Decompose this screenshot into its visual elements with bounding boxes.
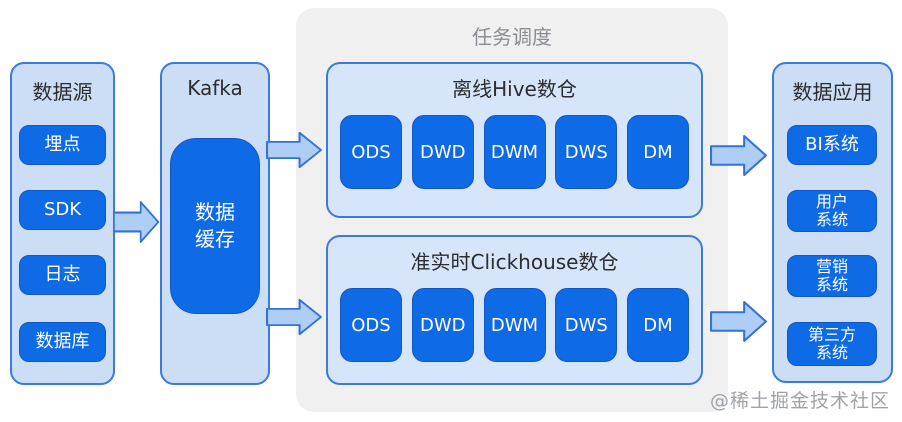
- panel-kafka: Kafka 数据 缓存: [160, 62, 270, 385]
- app-item-marketing-system: 营销 系统: [787, 255, 877, 297]
- flow-arrow-clickhouse-to-apps-icon: [710, 301, 767, 342]
- app-item-thirdparty-system: 第三方 系统: [787, 322, 877, 366]
- kafka-title: Kafka: [187, 76, 243, 100]
- data-apps-title: 数据应用: [792, 80, 873, 104]
- panel-datasource: 数据源 埋点 SDK 日志 数据库: [10, 62, 115, 385]
- app-item-bi-system: BI系统: [787, 125, 877, 165]
- clickhouse-layer-row: ODS DWD DWM DWS DM: [340, 288, 689, 362]
- datasource-title: 数据源: [32, 80, 93, 104]
- panel-data-apps: 数据应用 BI系统 用户 系统 营销 系统 第三方 系统: [772, 62, 893, 383]
- watermark: @稀土掘金技术社区: [709, 390, 890, 412]
- hive-layer-dwd: DWD: [411, 115, 474, 189]
- panel-hive-warehouse: 离线Hive数仓 ODS DWD DWM DWS DM: [326, 62, 703, 218]
- panel-clickhouse-warehouse: 准实时Clickhouse数仓 ODS DWD DWM DWS DM: [326, 235, 703, 385]
- clickhouse-layer-dwd: DWD: [411, 288, 474, 362]
- clickhouse-layer-dws: DWS: [555, 288, 618, 362]
- datasource-item-sdk: SDK: [19, 190, 106, 230]
- panel-task-scheduler: 任务调度 离线Hive数仓 ODS DWD DWM DWS DM 准实时Clic…: [296, 8, 728, 412]
- hive-layer-dwm: DWM: [483, 115, 546, 189]
- flow-arrow-kafka-to-hive-icon: [266, 131, 322, 169]
- hive-layer-dws: DWS: [555, 115, 618, 189]
- hive-layer-row: ODS DWD DWM DWS DM: [340, 115, 689, 189]
- kafka-cache-box: 数据 缓存: [170, 138, 260, 314]
- app-item-user-system: 用户 系统: [787, 190, 877, 232]
- datasource-item-database: 数据库: [19, 322, 106, 362]
- hive-layer-dm: DM: [627, 115, 689, 189]
- hive-layer-ods: ODS: [340, 115, 402, 189]
- flow-arrow-kafka-to-clickhouse-icon: [266, 298, 322, 336]
- clickhouse-layer-dm: DM: [627, 288, 689, 362]
- hive-warehouse-title: 离线Hive数仓: [452, 77, 577, 101]
- clickhouse-layer-dwm: DWM: [483, 288, 546, 362]
- flow-arrow-source-to-kafka-icon: [113, 201, 160, 243]
- task-scheduler-title: 任务调度: [472, 25, 552, 49]
- flow-arrow-hive-to-apps-icon: [710, 135, 767, 176]
- datasource-item-log: 日志: [19, 255, 106, 295]
- datasource-item-tracking: 埋点: [19, 125, 106, 165]
- clickhouse-warehouse-title: 准实时Clickhouse数仓: [410, 250, 619, 274]
- clickhouse-layer-ods: ODS: [340, 288, 402, 362]
